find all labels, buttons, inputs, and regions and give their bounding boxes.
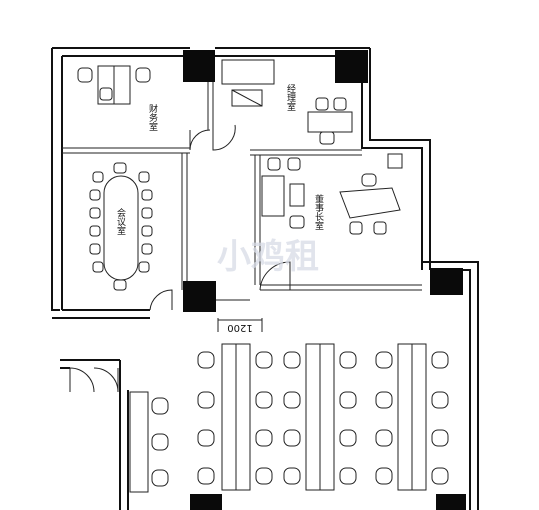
chairman-room-furniture (261, 153, 403, 235)
meeting-room-label: 会议室 (115, 207, 126, 235)
pillars (183, 50, 466, 510)
manager-room-label: 经理室 (285, 83, 296, 111)
doors (69, 124, 291, 393)
dimension-marker: 1200 (217, 318, 263, 333)
chair-grid (151, 351, 449, 487)
finance-room-label: 财务室 (147, 103, 158, 131)
dimension-label: 1200 (227, 322, 252, 333)
chairman-room-label: 董事长室 (313, 193, 324, 230)
manager-room-furniture (221, 59, 353, 145)
outer-walls (51, 47, 479, 510)
interior-walls (62, 80, 422, 301)
watermark: 小鸡租 (217, 237, 319, 277)
open-office-workstations (129, 343, 449, 493)
finance-room-furniture (77, 65, 151, 105)
meeting-room-furniture (89, 162, 153, 291)
